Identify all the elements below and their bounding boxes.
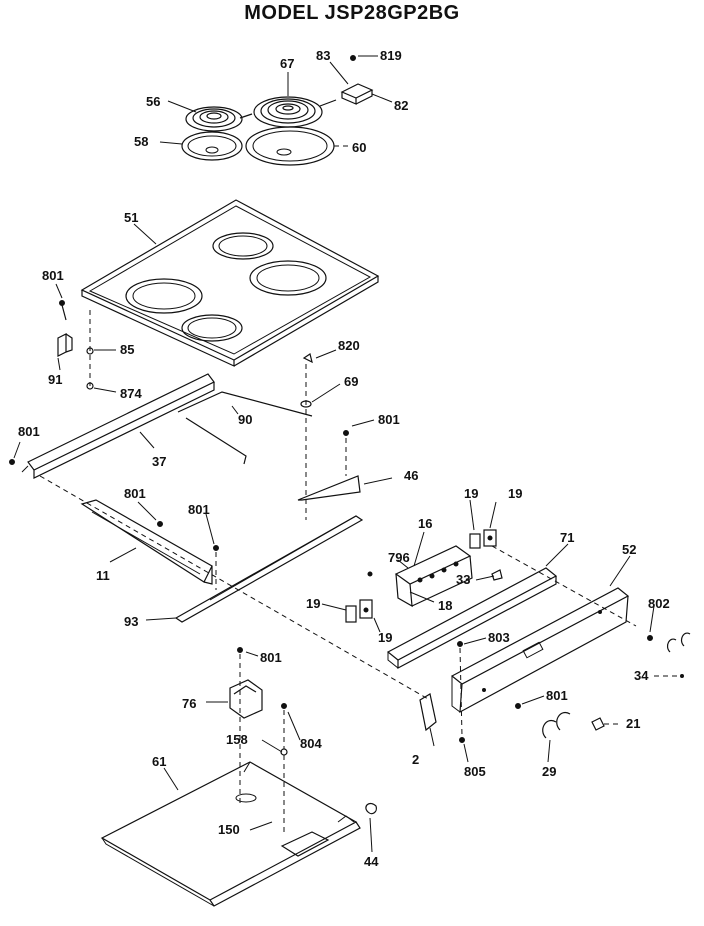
leader-lines (13, 55, 680, 853)
callout-76: 76 (182, 696, 196, 711)
alignment-line (39, 475, 431, 701)
callout-82: 82 (394, 98, 408, 113)
callout-29: 29 (542, 764, 556, 779)
wire-harness (177, 391, 313, 465)
callout-801-b: 801 (378, 412, 400, 427)
drip-pan-large (245, 126, 335, 166)
callout-820: 820 (338, 338, 360, 353)
hinge-bracket (57, 300, 94, 390)
terminal-block (229, 647, 288, 836)
callout-804: 804 (300, 736, 322, 751)
callout-801-d: 801 (124, 486, 146, 501)
switch-pair-lower (345, 599, 373, 623)
callout-2: 2 (412, 752, 419, 767)
callout-805: 805 (464, 764, 486, 779)
callout-796: 796 (388, 550, 410, 565)
control-bracket (386, 567, 558, 669)
callout-19-b: 19 (508, 486, 522, 501)
callout-91: 91 (48, 372, 62, 387)
callout-150: 150 (218, 822, 240, 837)
callout-69: 69 (344, 374, 358, 389)
callout-83: 83 (316, 48, 330, 63)
control-panel (450, 587, 653, 714)
side-bracket (419, 693, 437, 732)
front-rail (9, 373, 215, 479)
callout-801-g: 801 (260, 650, 282, 665)
callout-801-f: 801 (546, 688, 568, 703)
callout-90: 90 (238, 412, 252, 427)
bracket-46 (297, 430, 361, 501)
clip (365, 802, 377, 815)
callout-56: 56 (146, 94, 160, 109)
cooktop (80, 199, 380, 367)
alignment-line (491, 545, 637, 627)
callout-874: 874 (120, 386, 142, 401)
receptacle-block (340, 55, 374, 105)
callout-93: 93 (124, 614, 138, 629)
callout-802: 802 (648, 596, 670, 611)
callout-52: 52 (622, 542, 636, 557)
callout-67: 67 (280, 56, 294, 71)
drip-pan-small (181, 131, 243, 161)
callout-33: 33 (456, 572, 470, 587)
callout-58: 58 (134, 134, 148, 149)
callout-labels: 56 67 83 819 82 58 60 51 801 85 91 874 8… (18, 48, 670, 869)
control-board (367, 545, 473, 608)
knob-set (542, 632, 691, 739)
callout-37: 37 (152, 454, 166, 469)
screw-and-washer (300, 353, 313, 520)
callout-21: 21 (626, 716, 640, 731)
surface-unit-large (253, 96, 337, 128)
callout-19-a: 19 (464, 486, 478, 501)
callout-801-c: 801 (18, 424, 40, 439)
callout-34: 34 (634, 668, 649, 683)
callout-60: 60 (352, 140, 366, 155)
callout-71: 71 (560, 530, 574, 545)
panel-screws (457, 641, 521, 743)
callout-19-c: 19 (306, 596, 320, 611)
diagram-title: MODEL JSP28GP2BG (244, 2, 460, 24)
callout-11: 11 (96, 568, 110, 583)
callout-801-a: 801 (42, 268, 64, 283)
callout-44: 44 (364, 854, 379, 869)
screws-801 (157, 521, 219, 590)
knob (491, 569, 503, 581)
switch-pair-upper (469, 529, 497, 549)
callout-158: 158 (226, 732, 248, 747)
callout-16: 16 (418, 516, 432, 531)
surface-unit-small (185, 106, 253, 132)
callout-51: 51 (124, 210, 138, 225)
bottom-panel (100, 761, 361, 907)
callout-18: 18 (438, 598, 452, 613)
callout-19-d: 19 (378, 630, 392, 645)
callout-803: 803 (488, 630, 510, 645)
callout-46: 46 (404, 468, 418, 483)
callout-85: 85 (120, 342, 134, 357)
callout-819: 819 (380, 48, 402, 63)
rail-93 (174, 515, 364, 623)
callout-61: 61 (152, 754, 166, 769)
callout-801-e: 801 (188, 502, 210, 517)
side-trim (80, 499, 213, 585)
